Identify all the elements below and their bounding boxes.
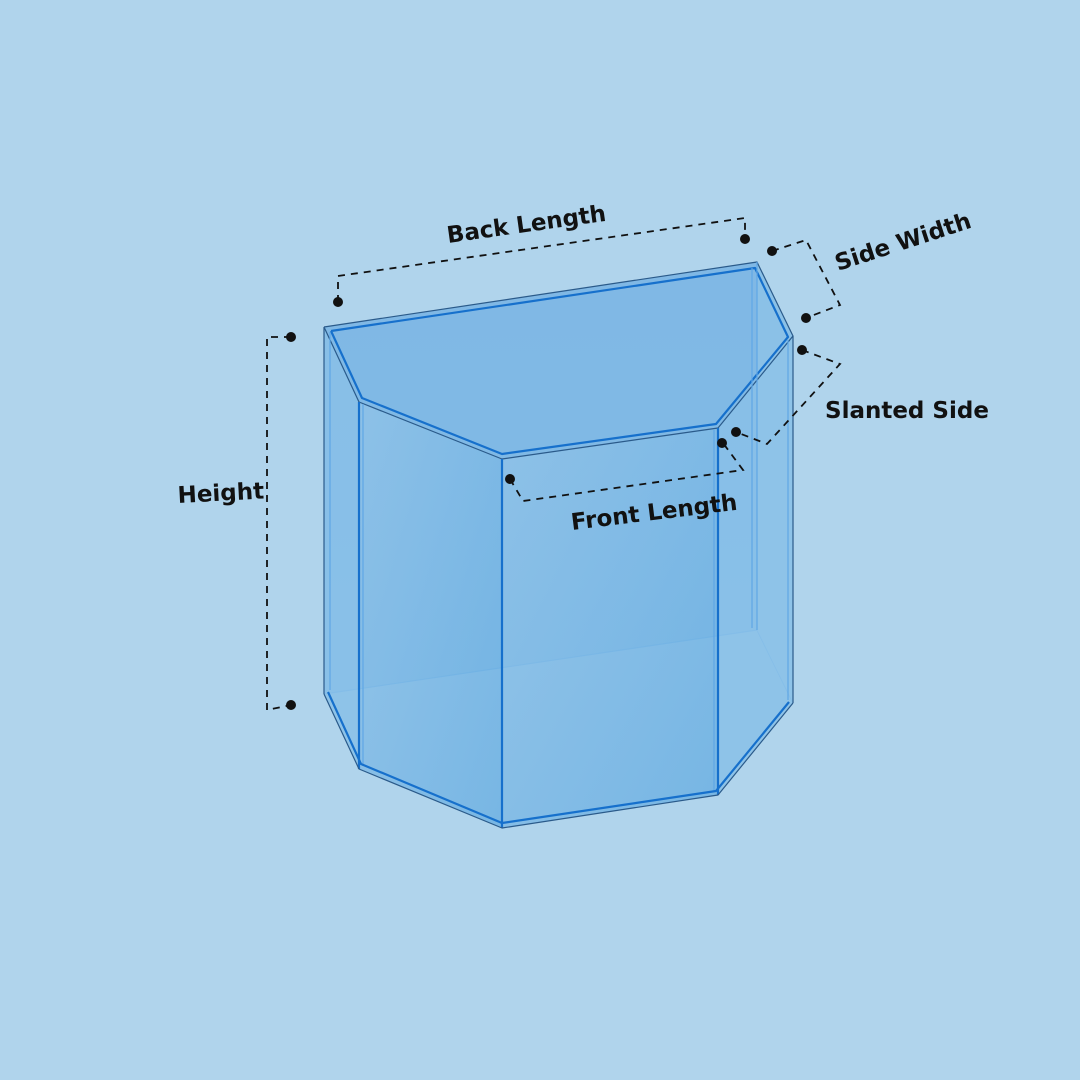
case-right-side-wall [757,262,793,703]
case-left-slanted-wall [324,327,359,769]
case-top-opening [324,262,793,459]
case-front-wall [502,428,718,828]
slanted-side-dimension: Slanted Side [731,345,989,446]
side-width-dimension: Side Width [767,208,975,323]
case-edges [323,261,794,829]
side-width-label: Side Width [832,208,975,276]
slanted-side-label: Slanted Side [825,398,989,424]
case-left-front-wall [359,402,502,828]
height-dimension: Height [177,332,296,712]
height-label: Height [177,478,265,508]
